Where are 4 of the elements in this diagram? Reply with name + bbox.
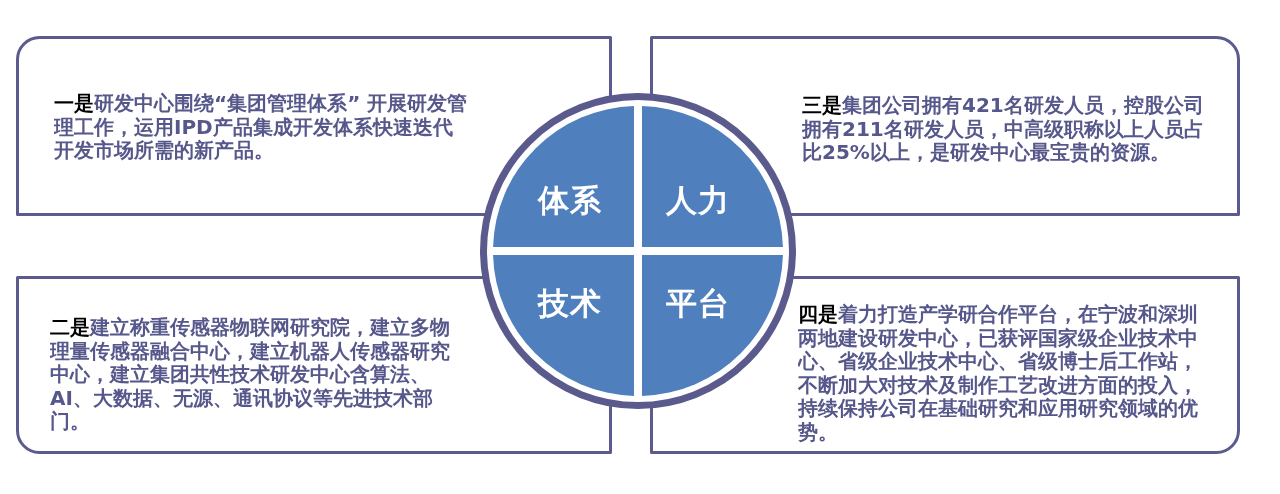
quadrant-label: 平台 xyxy=(666,285,730,321)
quadrant-label: 人力 xyxy=(666,182,730,218)
quadrant-label: 技术 xyxy=(538,285,602,321)
quadrant-label: 体系 xyxy=(538,182,602,218)
